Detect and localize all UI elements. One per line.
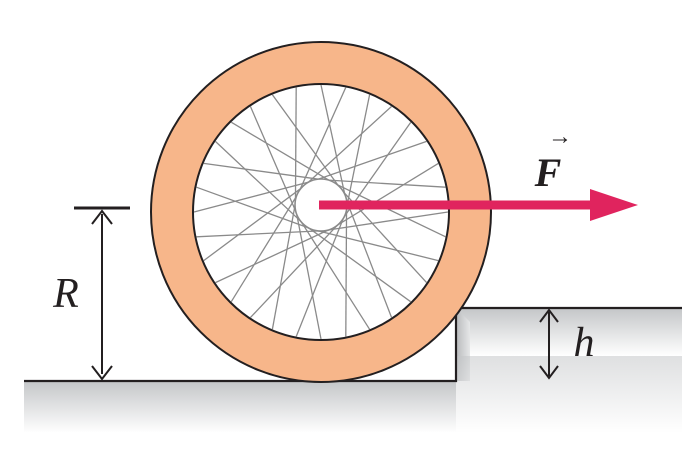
spoke: [296, 215, 371, 330]
spoke: [203, 162, 331, 182]
step-height-label: h: [574, 320, 595, 366]
spoke: [295, 87, 347, 200]
force-vector-mark: →: [548, 124, 572, 150]
spokes: [193, 84, 449, 340]
spoke: [230, 186, 303, 303]
spoke: [342, 190, 393, 318]
spoke: [249, 219, 343, 319]
radius-dimension: [74, 206, 130, 381]
radius-arrow-up: [91, 209, 113, 225]
spoke: [306, 140, 427, 184]
step-lower-shade: [456, 356, 682, 433]
spoke: [203, 180, 311, 262]
spoke: [331, 162, 439, 230]
step-height-arrow-up: [539, 308, 559, 323]
spoke: [271, 94, 346, 195]
force-arrow: [319, 189, 638, 221]
spoke: [321, 211, 449, 232]
spoke: [316, 178, 446, 188]
step-height-arrow-down: [539, 365, 559, 380]
spoke: [311, 228, 439, 262]
spoke: [214, 140, 307, 227]
spoke: [215, 226, 336, 284]
force-label: F: [534, 150, 562, 195]
spoke: [196, 229, 326, 238]
spoke: [302, 223, 412, 303]
spoke: [345, 200, 348, 337]
spoke: [294, 87, 297, 210]
radius-arrow-down: [91, 365, 113, 381]
force-arrow-head: [590, 189, 638, 221]
spoke: [299, 105, 393, 191]
spoke: [271, 195, 298, 330]
ground-outline: [24, 306, 682, 383]
spoke: [320, 84, 348, 205]
spoke: [294, 205, 322, 340]
ground-shade: [24, 381, 456, 433]
ground: [24, 306, 682, 433]
spoke: [344, 94, 371, 215]
spoke: [295, 210, 348, 337]
step-top-shade: [456, 308, 682, 356]
wheel: [150, 41, 492, 383]
step-height-dimension: [539, 308, 559, 380]
spoke: [230, 121, 340, 187]
spoke: [335, 183, 428, 284]
spoke: [193, 178, 321, 213]
radius-label: R: [52, 271, 79, 317]
spoke: [249, 106, 300, 220]
spoke: [196, 186, 316, 232]
